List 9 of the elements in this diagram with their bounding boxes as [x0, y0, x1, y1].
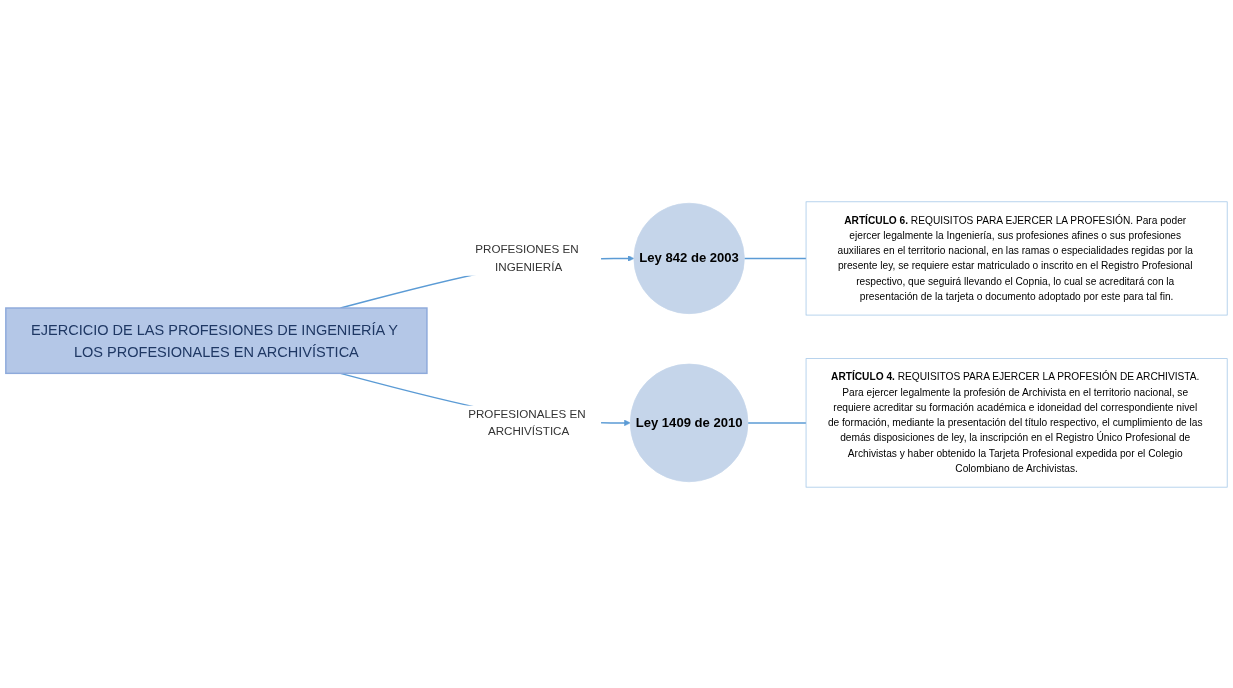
edge-label: PROFESIONALES EN ARCHIVÍSTICA: [468, 407, 586, 437]
edge-label: PROFESIONES EN INGENIERÍA: [475, 242, 579, 273]
node-circle: Ley 842 de 2003: [633, 202, 745, 314]
node-box: ARTÍCULO 4. REQUISITOS PARA EJERCER LA PROFESIÓN DE ARCHIVISTA. Para ejercer legalmente la profesión de Archivista en el territorio nacional, se requiere acreditar su formación académica e idoneidad del correspondiente nivel de formación, mediante la presentación del título respectivo, el cumplimiento de las demás disposiciones de ley, la inscripción en el Registro Único Profesional de Archivistas y haber obtenido la Tarjeta Profesional expedida por el Colegio Colombiano de Archivistas.: [805, 357, 1228, 488]
connector: [743, 257, 807, 259]
node-box: EJERCICIO DE LAS PROFESIONES DE INGENIERÍA Y LOS PROFESIONALES EN ARCHIVÍSTICA: [5, 306, 428, 374]
node-box: ARTÍCULO 6. REQUISITOS PARA EJERCER LA PROFESIÓN. Para poder ejercer legalmente la Ingeniería, sus profesiones afines o sus profesiones auxiliares en el territorio nacional, en las ramas o especialidades regidas por la presente ley, se requiere estar matriculado o inscrito en el Registro Profesional respectivo, que seguirá llevando el Copnia, lo cual se acreditará con la presentación de la tarjeta o documento adoptado por este para tal fin.: [805, 200, 1228, 315]
node-circle: Ley 1409 de 2010: [629, 363, 749, 482]
connector: [747, 421, 807, 424]
